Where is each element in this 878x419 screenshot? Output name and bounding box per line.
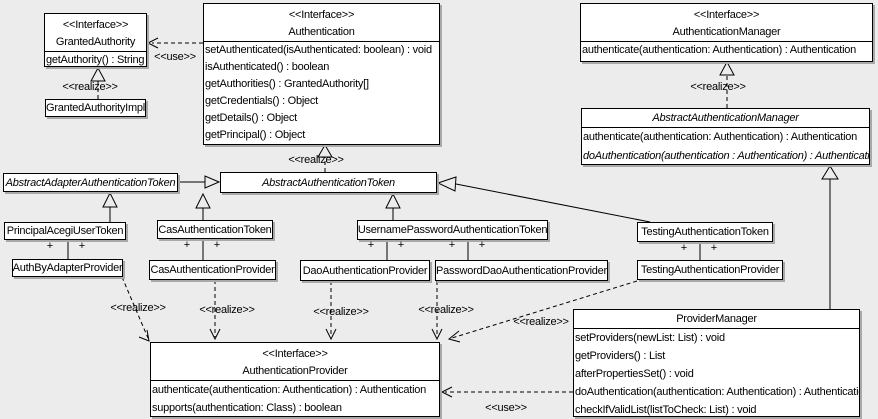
arrowhead-triangle: [195, 192, 211, 209]
class-name: AbstractAdapterAuthenticationToken: [5, 176, 176, 189]
class-name: UsernamePasswordAuthenticationToken: [357, 224, 548, 236]
edge-label-use: <<use>>: [154, 51, 196, 63]
class-usernamepasswordauthenticationtoken[interactable]: UsernamePasswordAuthenticationToken: [357, 220, 548, 240]
arrowhead-open: [431, 328, 443, 341]
class-name: CasAuthenticationToken: [158, 223, 272, 236]
edge-label-realize: <<realize>>: [513, 316, 569, 328]
assoc-plus-marker: +: [680, 242, 688, 254]
method: supports(authentication: Class) : boolea…: [152, 402, 342, 414]
edge-realize-testingauthenticationprovider: [451, 280, 638, 339]
assoc-plus-marker: +: [448, 239, 456, 251]
assoc-plus-marker: +: [397, 239, 405, 251]
method: afterPropertiesSet() : void: [575, 368, 694, 380]
class-authentication[interactable]: <<Interface>> Authentication setAuthenti…: [203, 3, 440, 145]
assoc-plus-marker: +: [46, 240, 54, 252]
class-grantedauthority[interactable]: <<Interface>> GrantedAuthority getAuthor…: [44, 13, 147, 67]
edge-label-use: <<use>>: [485, 402, 527, 414]
class-name: AbstractAuthenticationToken: [262, 176, 395, 189]
class-name: AbstractAuthenticationManager: [652, 112, 799, 124]
method: getPrincipal() : Object: [205, 129, 306, 141]
class-name: TestingAuthenticationToken: [641, 226, 769, 238]
method: setAuthenticated(isAuthenticated: boolea…: [205, 44, 432, 56]
class-abstractauthenticationmanager[interactable]: AbstractAuthenticationManager authentica…: [581, 108, 870, 165]
class-providermanager[interactable]: ProviderManager setProviders(newList: Li…: [573, 309, 860, 417]
assoc-plus-marker: +: [213, 239, 221, 251]
arrowhead-open: [138, 329, 150, 342]
arrowhead-open: [325, 328, 337, 341]
arrowhead-open: [146, 37, 159, 49]
class-name: GrantedAuthority: [55, 36, 136, 48]
arrowhead-triangle: [102, 191, 118, 208]
method: authenticate(authentication: Authenticat…: [582, 44, 857, 56]
class-authbyadapterprovider[interactable]: AuthByAdapterProvider: [12, 259, 123, 277]
arrowhead-open: [209, 328, 221, 341]
arrowhead-triangle: [204, 175, 221, 189]
arrowhead-triangle: [90, 66, 106, 82]
class-name: CasAuthenticationProvider: [150, 264, 275, 276]
arrowhead-triangle: [385, 192, 401, 209]
stereotype-interface: <<Interface>>: [62, 19, 129, 31]
method: authenticate(authentication: Authenticat…: [152, 384, 427, 396]
edge-label-realize: <<realize>>: [288, 154, 344, 166]
arrowhead-open: [440, 386, 453, 398]
method: doAuthentication(authentication: Authent…: [575, 386, 859, 398]
stereotype-interface: <<Interface>>: [693, 9, 760, 21]
class-daoauthenticationprovider[interactable]: DaoAuthenticationProvider: [300, 260, 430, 281]
class-name: GrantedAuthorityImpl: [46, 102, 145, 114]
edge-label-realize: <<realize>>: [199, 304, 255, 316]
arrowhead-triangle: [436, 176, 457, 192]
stereotype-interface: <<Interface>>: [288, 9, 355, 21]
class-name: AuthByAdapterProvider: [12, 262, 123, 274]
class-casauthenticationprovider[interactable]: CasAuthenticationProvider: [149, 260, 276, 280]
assoc-plus-marker: +: [367, 239, 375, 251]
class-name: PrincipalAcegiUserToken: [6, 225, 124, 237]
class-authenticationmanager[interactable]: <<Interface>> AuthenticationManager auth…: [580, 3, 873, 62]
method: getProviders() : List: [575, 350, 666, 362]
class-name: PasswordDaoAuthenticationProvider: [436, 264, 607, 277]
class-name: TestingAuthenticationProvider: [640, 264, 780, 276]
edge-label-realize: <<realize>>: [418, 304, 474, 316]
class-authenticationprovider[interactable]: <<Interface>> AuthenticationProvider aut…: [150, 342, 440, 417]
class-name: DaoAuthenticationProvider: [302, 264, 428, 277]
assoc-plus-marker: +: [183, 239, 191, 251]
method: authenticate(authentication: Authenticat…: [583, 131, 858, 143]
arrowhead-triangle: [719, 60, 735, 76]
method-abstract: doAuthentication(authentication : Authen…: [583, 150, 869, 162]
edge-gen-testingauthenticationtoken: [455, 183, 651, 223]
class-casauthenticationtoken[interactable]: CasAuthenticationToken: [157, 220, 273, 239]
arrowhead-open: [447, 330, 461, 343]
class-principalacegiusertoken[interactable]: PrincipalAcegiUserToken: [4, 222, 126, 240]
class-abstractauthenticationtoken[interactable]: AbstractAuthenticationToken: [220, 172, 437, 193]
assoc-plus-marker: +: [478, 239, 486, 251]
method: getDetails() : Object: [205, 112, 297, 124]
method: getAuthorities() : GrantedAuthority[]: [205, 78, 369, 90]
assoc-plus-marker: +: [78, 240, 86, 252]
class-name: AuthenticationManager: [672, 26, 781, 38]
class-name: Authentication: [288, 26, 355, 38]
method: getAuthority() : String: [46, 54, 145, 66]
class-testingauthenticationtoken[interactable]: TestingAuthenticationToken: [637, 222, 773, 242]
class-name: AuthenticationProvider: [242, 365, 348, 377]
method: checkIfValidList(listToCheck: List) : vo…: [575, 404, 757, 416]
class-testingauthenticationprovider[interactable]: TestingAuthenticationProvider: [637, 260, 783, 280]
edge-label-realize: <<realize>>: [62, 81, 118, 93]
class-abstractadapterauthenticationtoken[interactable]: AbstractAdapterAuthenticationToken: [3, 173, 178, 192]
edge-label-realize: <<realize>>: [313, 306, 369, 318]
class-name: ProviderManager: [676, 313, 757, 325]
edge-label-realize: <<realize>>: [110, 302, 166, 314]
arrowhead-triangle: [317, 144, 333, 158]
method: isAuthenticated() : boolean: [205, 61, 330, 73]
stereotype-interface: <<Interface>>: [262, 348, 328, 360]
arrowhead-triangle: [821, 165, 839, 180]
class-grantedauthorityimpl[interactable]: GrantedAuthorityImpl: [45, 99, 146, 117]
method: getCredentials() : Object: [205, 95, 318, 107]
class-passworddaoauthenticationprovider[interactable]: PasswordDaoAuthenticationProvider: [435, 260, 608, 281]
method: setProviders(newList: List) : void: [575, 332, 725, 344]
assoc-plus-marker: +: [710, 242, 718, 254]
edge-label-realize: <<realize>>: [690, 81, 746, 93]
